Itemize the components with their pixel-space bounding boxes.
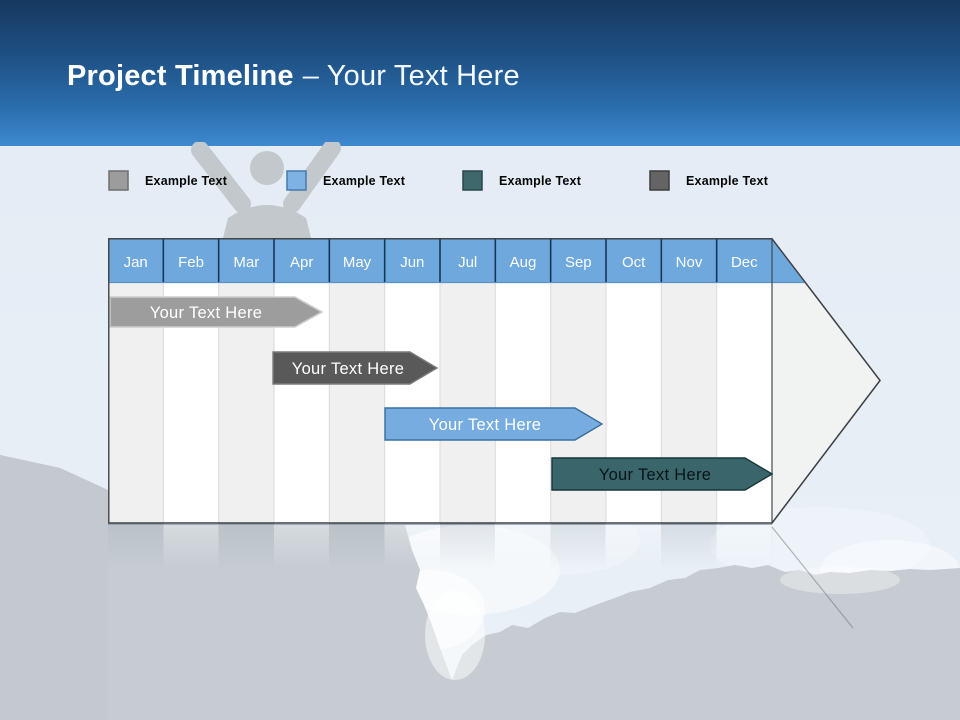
slide-title-main: Project Timeline: [67, 60, 294, 92]
month-label-aug: Aug: [510, 254, 537, 271]
task-bar-1[interactable]: Your Text Here: [109, 296, 324, 328]
month-label-jan: Jan: [124, 254, 148, 271]
task-bar-2[interactable]: Your Text Here: [272, 351, 439, 385]
gray-cloud-silhouette: [0, 455, 960, 720]
arrow-reflection-line: [771, 526, 854, 629]
month-label-sep: Sep: [565, 254, 592, 271]
legend-swatch-teal: [462, 170, 483, 191]
month-label-may: May: [343, 254, 372, 271]
month-label-mar: Mar: [233, 254, 259, 271]
legend-item-1[interactable]: Example Text: [108, 170, 227, 191]
task-bars: Your Text Here Your Text Here Your Text …: [109, 296, 774, 491]
month-label-apr: Apr: [290, 254, 313, 271]
header-band: Project Timeline– Your Text Here: [0, 0, 960, 146]
slide-title-sub: – Your Text Here: [302, 60, 520, 92]
legend-label: Example Text: [686, 173, 769, 188]
legend-swatch-blue: [286, 170, 307, 191]
month-label-oct: Oct: [622, 254, 646, 271]
person-silhouette: [191, 142, 341, 242]
month-label-jun: Jun: [400, 254, 424, 271]
legend-label: Example Text: [499, 173, 582, 188]
legend-item-3[interactable]: Example Text: [462, 170, 581, 191]
table-reflection: [108, 523, 772, 571]
task-bar-label: Your Text Here: [292, 360, 404, 378]
slide-title[interactable]: Project Timeline– Your Text Here: [67, 60, 520, 93]
legend-item-2[interactable]: Example Text: [286, 170, 405, 191]
task-bar-3[interactable]: Your Text Here: [384, 407, 604, 441]
month-label-feb: Feb: [178, 254, 204, 271]
task-bar-label: Your Text Here: [429, 416, 541, 434]
task-bar-label: Your Text Here: [599, 466, 711, 484]
legend-swatch-gray: [108, 170, 129, 191]
task-bar-label: Your Text Here: [150, 304, 262, 322]
month-header-row: Jan Feb Mar Apr May Jun Jul Aug Sep Oct …: [108, 238, 806, 523]
month-label-jul: Jul: [458, 254, 477, 271]
timeline-arrow-border: [108, 238, 881, 524]
legend-label: Example Text: [323, 173, 406, 188]
clouds-background: [0, 455, 960, 720]
legend-label: Example Text: [145, 173, 228, 188]
timeline-chart: Jan Feb Mar Apr May Jun Jul Aug Sep Oct …: [108, 238, 881, 524]
month-label-nov: Nov: [676, 254, 703, 271]
legend-swatch-darkgray: [649, 170, 670, 191]
month-label-dec: Dec: [731, 254, 758, 271]
task-bar-4[interactable]: Your Text Here: [551, 457, 774, 491]
legend-item-4[interactable]: Example Text: [649, 170, 768, 191]
